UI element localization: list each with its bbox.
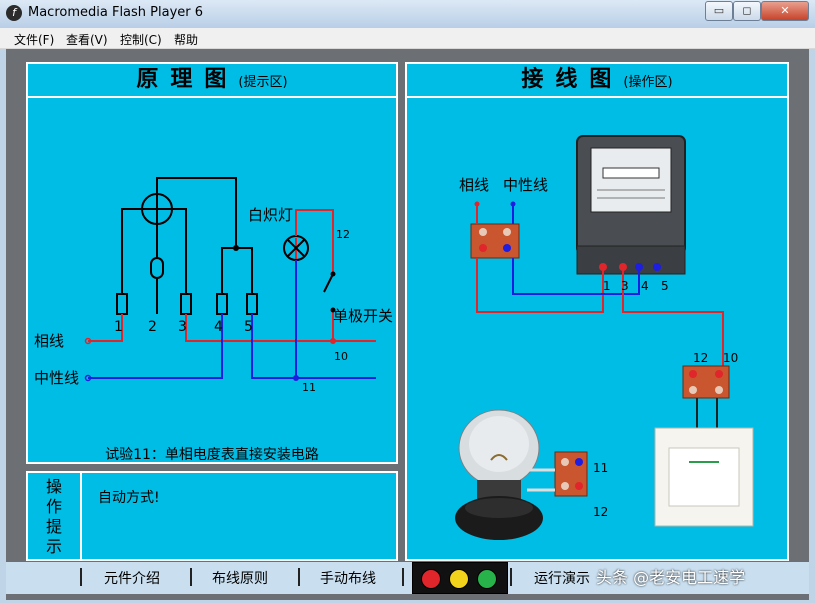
schematic-label-n12: 12 bbox=[336, 228, 350, 241]
schematic-panel-header: 原理图(提示区) bbox=[28, 64, 396, 98]
wiring-label-n10: 10 bbox=[723, 351, 738, 365]
wiring-label-m3: 3 bbox=[621, 279, 629, 293]
separator bbox=[298, 568, 300, 586]
flash-app-icon: f bbox=[6, 5, 22, 21]
playback-controls bbox=[412, 562, 508, 594]
schematic-label-phase: 相线 bbox=[34, 332, 64, 350]
hint-panel: 操作提示 自动方式! bbox=[26, 471, 398, 561]
wiring-subtitle: (操作区) bbox=[623, 75, 673, 90]
component-intro-button[interactable]: 元件介绍 bbox=[104, 571, 160, 587]
menu-file[interactable]: 文件(F) bbox=[14, 33, 55, 47]
separator bbox=[402, 568, 404, 586]
close-button[interactable]: ✕ bbox=[761, 1, 809, 21]
terminal-1 bbox=[116, 293, 128, 315]
schematic-label-t2: 2 bbox=[148, 319, 157, 335]
schematic-label-t5: 5 bbox=[244, 319, 253, 335]
wiring-panel-header: 接线图(操作区) bbox=[407, 64, 787, 98]
wiring-diagram: 相线 中性线 1 3 4 5 12 10 11 12 bbox=[455, 135, 754, 540]
separator bbox=[80, 568, 82, 586]
bottom-toolbar: 元件介绍 布线原则 手动布线 运行演示 bbox=[6, 562, 809, 594]
wiring-label-n12: 12 bbox=[693, 351, 708, 365]
wiring-principle-button[interactable]: 布线原则 bbox=[212, 571, 268, 587]
terminal-3 bbox=[180, 293, 192, 315]
title-bar: f Macromedia Flash Player 6 ▭ ◻ ✕ bbox=[0, 0, 815, 29]
wiring-label-n11: 11 bbox=[593, 461, 608, 475]
wiring-label-m4: 4 bbox=[641, 279, 649, 293]
schematic-label-t3: 3 bbox=[178, 319, 187, 335]
separator bbox=[510, 568, 512, 586]
wiring-panel: 接线图(操作区) bbox=[405, 62, 789, 561]
schematic-label-t4: 4 bbox=[214, 319, 223, 335]
hint-label-text: 操作提示 bbox=[45, 477, 62, 556]
hint-text: 自动方式! bbox=[98, 490, 160, 506]
schematic-label-lamp: 白炽灯 bbox=[248, 206, 293, 224]
schematic-label-sw: 单极开关 bbox=[333, 307, 393, 325]
schematic-caption: 试验11：单相电度表直接安装电路 bbox=[105, 447, 319, 463]
window-title: Macromedia Flash Player 6 bbox=[28, 5, 204, 20]
switch-blade bbox=[323, 273, 334, 293]
wiring-title: 接线图 bbox=[521, 67, 624, 92]
schematic-label-neutral: 中性线 bbox=[34, 369, 79, 387]
pause-icon[interactable] bbox=[449, 569, 469, 589]
manual-wiring-button[interactable]: 手动布线 bbox=[320, 571, 376, 587]
wiring-label-n12b: 12 bbox=[593, 505, 608, 519]
terminal-2 bbox=[150, 257, 164, 279]
terminal-5 bbox=[246, 293, 258, 315]
schematic-label-n11: 11 bbox=[302, 381, 316, 394]
schematic-diagram: 1 2 3 4 5 白炽灯 单极开关 12 10 11 相线 中性线 bbox=[34, 177, 393, 394]
stop-icon[interactable] bbox=[421, 569, 441, 589]
maximize-button[interactable]: ◻ bbox=[733, 1, 761, 21]
schematic-subtitle: (提示区) bbox=[238, 75, 288, 90]
wiring-label-m1: 1 bbox=[603, 279, 611, 293]
source-terminal-block bbox=[470, 223, 520, 259]
schematic-label-n10: 10 bbox=[334, 350, 348, 363]
schematic-label-t1: 1 bbox=[114, 319, 123, 335]
menu-control[interactable]: 控制(C) bbox=[120, 33, 162, 47]
watermark: 头条 @老安电工速学 bbox=[596, 568, 746, 587]
hint-label: 操作提示 bbox=[28, 473, 82, 559]
run-demo-button[interactable]: 运行演示 bbox=[534, 571, 590, 587]
lamp-terminal-block bbox=[554, 451, 588, 497]
menu-view[interactable]: 查看(V) bbox=[66, 33, 108, 47]
menu-help[interactable]: 帮助 bbox=[174, 33, 199, 47]
switch-terminal-block bbox=[682, 365, 730, 399]
light-bulb bbox=[455, 409, 543, 540]
wiring-label-m5: 5 bbox=[661, 279, 669, 293]
schematic-panel: 原理图(提示区) bbox=[26, 62, 398, 464]
play-icon[interactable] bbox=[477, 569, 497, 589]
schematic-title: 原理图 bbox=[136, 67, 239, 92]
separator bbox=[190, 568, 192, 586]
wiring-label-neutral: 中性线 bbox=[503, 176, 548, 194]
energy-meter bbox=[576, 135, 686, 275]
minimize-button[interactable]: ▭ bbox=[705, 1, 733, 21]
menu-bar: 文件(F) 查看(V) 控制(C) 帮助 bbox=[0, 28, 815, 49]
terminal-4 bbox=[216, 293, 228, 315]
wall-switch bbox=[654, 427, 754, 527]
wiring-label-phase: 相线 bbox=[459, 176, 489, 194]
